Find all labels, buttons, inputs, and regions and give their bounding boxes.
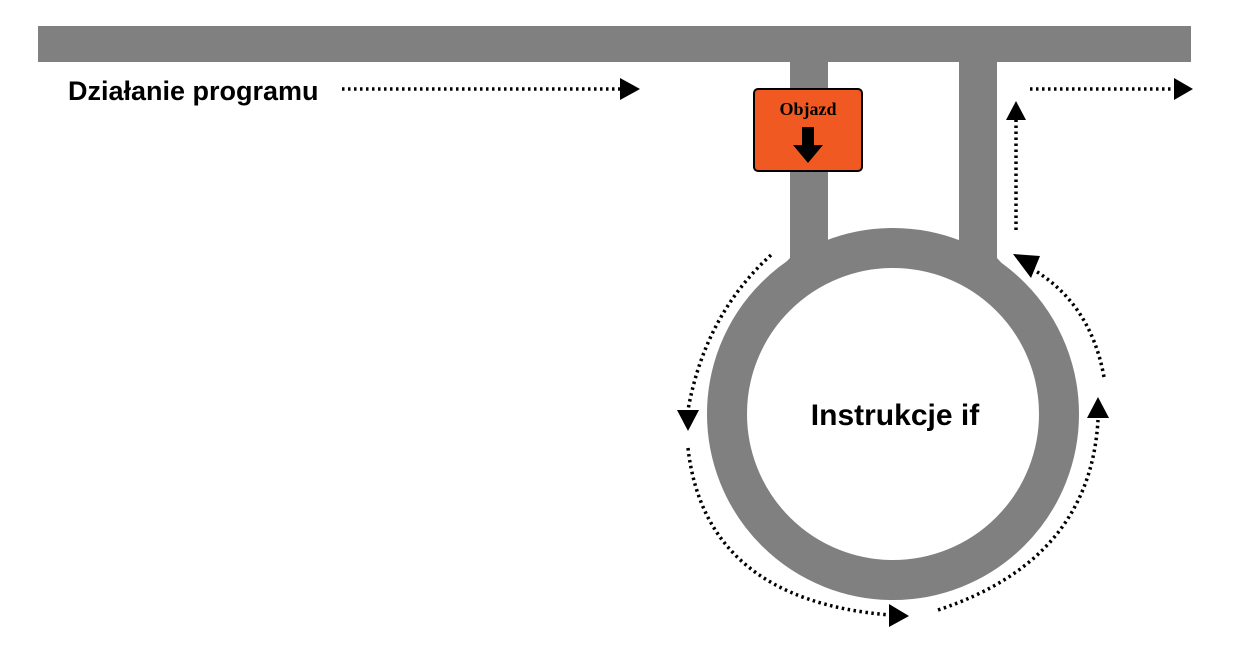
- down-arrow-icon: [793, 127, 823, 163]
- detour-sign-label: Objazd: [779, 99, 836, 119]
- flow-arrows: [342, 78, 1193, 627]
- flow-arrow-main-head: [620, 78, 640, 100]
- flow-arrow-loop-bottom-right-head: [1087, 397, 1109, 418]
- flow-arrow-loop-bottom-left-head: [889, 604, 909, 627]
- flow-arrow-exit-up-head: [1006, 101, 1026, 120]
- detour-sign: Objazd: [753, 88, 863, 172]
- loop-exit-joint: [959, 258, 1008, 292]
- loop-label: Instrukcje if: [811, 399, 980, 432]
- flow-arrow-loop-bottom-right: [937, 419, 1100, 612]
- flow-arrow-loop-right-top-head: [1013, 254, 1040, 278]
- loop-exit-branch: [959, 58, 997, 273]
- loop-entry-joint: [778, 258, 828, 292]
- flow-label: Działanie programu: [68, 76, 319, 106]
- flow-arrow-continue-head: [1174, 78, 1193, 100]
- flow-arrow-loop-bottom-left: [686, 447, 891, 617]
- main-road: [38, 26, 1191, 62]
- loop-ring: [707, 228, 1079, 600]
- if-loop-road: [707, 58, 1079, 600]
- flow-arrow-loop-left-top-head: [677, 410, 699, 431]
- flow-arrow-loop-left-top: [686, 253, 773, 411]
